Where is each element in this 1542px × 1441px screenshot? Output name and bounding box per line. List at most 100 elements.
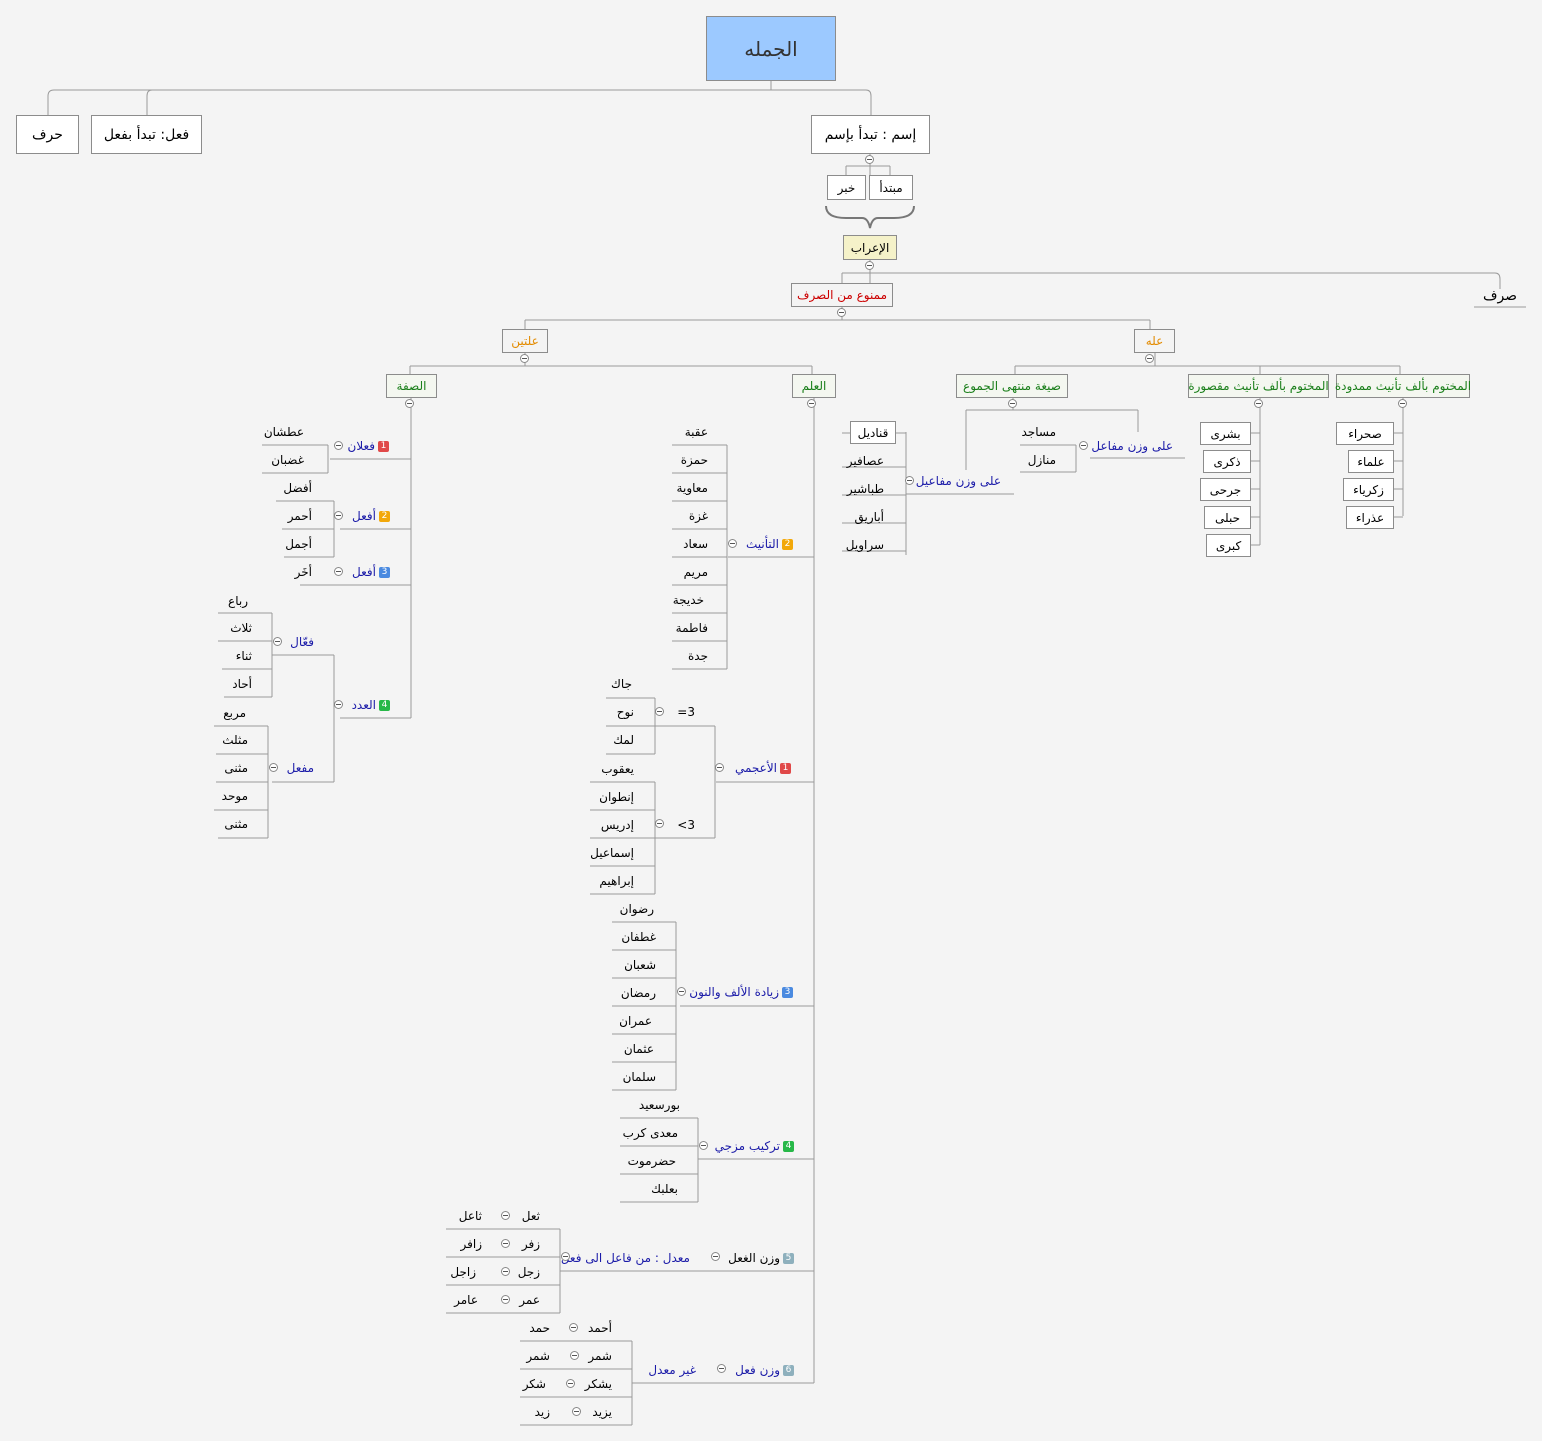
- fil-pair-a[interactable]: يشكر: [584, 1377, 612, 1391]
- wazn-fil-sub[interactable]: غير معدل: [648, 1363, 696, 1377]
- ziyada-item[interactable]: غطفان: [621, 930, 656, 944]
- khabar-node[interactable]: خبر: [827, 175, 866, 200]
- harf-node[interactable]: حرف: [16, 115, 79, 154]
- collapse-icon[interactable]: [269, 763, 278, 772]
- collapse-icon[interactable]: [655, 707, 664, 716]
- mamduda-item[interactable]: صحراء: [1336, 422, 1394, 445]
- fu3al-item[interactable]: ثناء: [235, 649, 252, 663]
- collapse-icon[interactable]: [905, 476, 914, 485]
- mafa3il2-item[interactable]: سراويل: [845, 538, 884, 552]
- tanith-item[interactable]: معاوية: [676, 481, 708, 495]
- fil-pair-a[interactable]: أحمد: [588, 1321, 612, 1335]
- ziyada-node[interactable]: 3زيادة الألف والنون: [689, 986, 793, 998]
- collapse-icon[interactable]: [501, 1239, 510, 1248]
- collapse-icon[interactable]: [677, 987, 686, 996]
- ajami-node[interactable]: 1الأعجمي: [735, 762, 791, 774]
- collapse-icon[interactable]: [334, 511, 343, 520]
- af3al-node[interactable]: 2أفعل: [352, 510, 390, 522]
- alam-node[interactable]: العلم: [792, 374, 836, 398]
- maf3al-item[interactable]: مثلث: [222, 733, 248, 747]
- tanith-item[interactable]: عقبة: [684, 425, 708, 439]
- collapse-icon[interactable]: [728, 539, 737, 548]
- ghul-pair-b[interactable]: زاجل: [450, 1265, 476, 1279]
- collapse-icon[interactable]: [572, 1407, 581, 1416]
- fa3lan-item[interactable]: غضبان: [271, 453, 304, 467]
- gt3-item[interactable]: إبراهيم: [599, 874, 634, 888]
- mafa3il2-node[interactable]: على وزن مفاعيل: [915, 474, 1001, 488]
- mafa3il2-item[interactable]: عصافير: [846, 454, 884, 468]
- maqsura-item[interactable]: كبرى: [1206, 534, 1251, 557]
- fil-pair-b[interactable]: شكر: [522, 1377, 546, 1391]
- collapse-icon[interactable]: [569, 1323, 578, 1332]
- mafa3il-item[interactable]: منازل: [1027, 453, 1056, 467]
- gt3-item[interactable]: إدريس: [600, 818, 634, 832]
- collapse-icon[interactable]: [501, 1295, 510, 1304]
- fa3lan-item[interactable]: عطشان: [263, 425, 304, 439]
- fa3lan-node[interactable]: 1فعلان: [343, 440, 389, 452]
- gt3-item[interactable]: يعقوب: [601, 762, 634, 776]
- mamduda-item[interactable]: زكرياء: [1343, 478, 1394, 501]
- sarf-node[interactable]: صرف: [1482, 288, 1518, 304]
- fil-pair-b[interactable]: شمر: [526, 1349, 550, 1363]
- collapse-icon[interactable]: [699, 1141, 708, 1150]
- af3al-item[interactable]: أحمر: [287, 509, 312, 523]
- collapse-icon[interactable]: [501, 1211, 510, 1220]
- mafa3il2-item[interactable]: طباشير: [846, 482, 884, 496]
- mafa3il-node[interactable]: على وزن مفاعل: [1091, 439, 1173, 453]
- collapse-icon[interactable]: [837, 308, 846, 317]
- fu3al-item[interactable]: أحاد: [232, 677, 252, 691]
- collapse-icon[interactable]: [717, 1364, 726, 1373]
- irab-node[interactable]: الإعراب: [843, 235, 897, 260]
- af3al3-node[interactable]: 3أفعل: [352, 566, 390, 578]
- eq3-item[interactable]: نوح: [616, 705, 634, 719]
- root-node[interactable]: الجمله: [706, 16, 836, 81]
- maqsura-item[interactable]: ذكرى: [1203, 450, 1251, 473]
- collapse-icon[interactable]: [520, 354, 529, 363]
- mamduda-item[interactable]: عذراء: [1346, 506, 1394, 529]
- fil-pair-b[interactable]: زيد: [534, 1405, 550, 1419]
- tanith-node[interactable]: 2التأنيث: [746, 538, 793, 550]
- ghul-pair-b[interactable]: زافر: [460, 1237, 483, 1251]
- maqsura-item[interactable]: بشرى: [1200, 422, 1251, 445]
- mafa3il2-item[interactable]: قناديل: [850, 421, 896, 444]
- collapse-icon[interactable]: [334, 441, 343, 450]
- collapse-icon[interactable]: [865, 261, 874, 270]
- fil-pair-a[interactable]: شمر: [588, 1349, 612, 1363]
- tanith-item[interactable]: جدة: [687, 649, 708, 663]
- af3al-item[interactable]: أجمل: [285, 537, 312, 551]
- collapse-icon[interactable]: [1145, 354, 1154, 363]
- ziyada-item[interactable]: سلمان: [622, 1070, 656, 1084]
- maf3al-item[interactable]: مثنى: [224, 761, 248, 775]
- collapse-icon[interactable]: [865, 155, 874, 164]
- mamduda-node[interactable]: المختوم بألف تأنيث ممدودة: [1335, 374, 1471, 398]
- illatan-node[interactable]: علتين: [502, 329, 548, 353]
- collapse-icon[interactable]: [715, 763, 724, 772]
- ghul-pair-a[interactable]: زجل: [517, 1265, 540, 1279]
- ghul-pair-a[interactable]: ثعل: [521, 1209, 540, 1223]
- collapse-icon[interactable]: [570, 1351, 579, 1360]
- ziyada-item[interactable]: عثمان: [623, 1042, 654, 1056]
- maf3al-item[interactable]: مثنى: [224, 817, 248, 831]
- gt3-item[interactable]: إسماعيل: [590, 846, 634, 860]
- muntaha-node[interactable]: صيغة منتهى الجموع: [956, 374, 1068, 398]
- illa-node[interactable]: عله: [1134, 329, 1175, 353]
- collapse-icon[interactable]: [807, 399, 816, 408]
- mamnu-node[interactable]: ممنوع من الصرف: [791, 283, 893, 307]
- wazn-ghul-sub[interactable]: معدل : من فاعل الى فعل: [560, 1251, 690, 1265]
- af3al3-item[interactable]: أخَر: [294, 565, 312, 579]
- ziyada-item[interactable]: عمران: [619, 1014, 652, 1028]
- ziyada-item[interactable]: رضوان: [619, 902, 654, 916]
- fu3al-item[interactable]: ثلاث: [230, 621, 252, 635]
- tarkib-node[interactable]: 4تركيب مزجي: [715, 1140, 794, 1152]
- gt3-item[interactable]: إنطوان: [599, 790, 634, 804]
- tanith-item[interactable]: حمزة: [680, 453, 708, 467]
- collapse-icon[interactable]: [655, 819, 664, 828]
- collapse-icon[interactable]: [1254, 399, 1263, 408]
- mafa3il2-item[interactable]: أباريق: [854, 510, 884, 524]
- tanith-item[interactable]: مريم: [683, 565, 708, 579]
- fil-pair-a[interactable]: يزيد: [592, 1405, 612, 1419]
- mamduda-item[interactable]: علماء: [1348, 450, 1394, 473]
- ghul-pair-a[interactable]: زفر: [521, 1237, 540, 1251]
- collapse-icon[interactable]: [501, 1267, 510, 1276]
- ghul-pair-b[interactable]: ثاعل: [458, 1209, 482, 1223]
